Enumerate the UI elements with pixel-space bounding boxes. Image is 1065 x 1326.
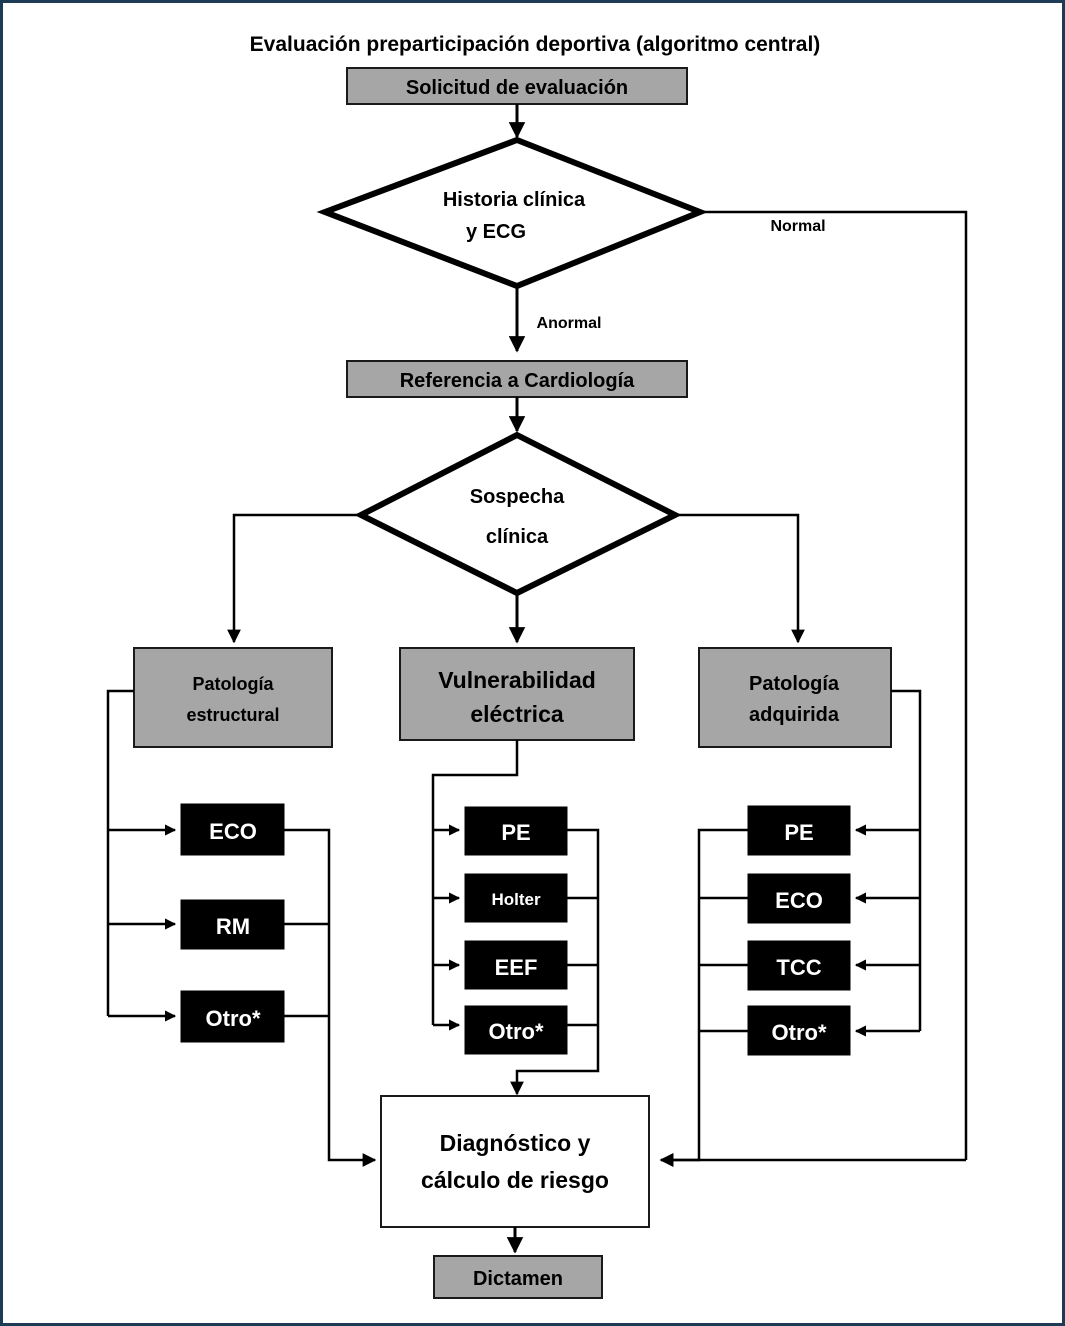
node-solicitud-box[interactable] [346, 67, 688, 105]
test-label-otro-right: Otro* [772, 1020, 827, 1045]
node-referencia-box[interactable] [346, 360, 688, 398]
node-estructural-box[interactable] [133, 647, 333, 748]
test-box-otro-right[interactable] [747, 1005, 851, 1056]
flowchart-canvas: Evaluación preparticipación deportiva (a… [106, 33, 968, 1299]
bus-left-collector [284, 828, 377, 1167]
node-adquirida-box[interactable] [698, 647, 892, 748]
node-adquirida-label-line1: Patología [749, 673, 840, 695]
node-historia-label-line1: Historia clínica [443, 189, 586, 211]
edge-normal-branch [700, 210, 968, 1160]
node-historia-label-line2: y ECG [466, 221, 526, 243]
bus-right-distributor [891, 689, 922, 1031]
node-electrica-box[interactable] [399, 647, 635, 741]
node-sospecha-label-line2: clínica [486, 526, 549, 548]
node-electrica-label-line1: Vulnerabilidad [438, 667, 596, 693]
test-label-otro-middle: Otro* [489, 1019, 544, 1044]
node-diagnostico-label-line2: cálculo de riesgo [421, 1167, 609, 1193]
test-label-otro-left: Otro* [206, 1006, 261, 1031]
node-sospecha-label-line1: Sospecha [470, 486, 565, 508]
test-box-pe-right[interactable] [747, 805, 851, 856]
test-box-tcc-right[interactable] [747, 940, 851, 991]
page-title: Evaluación preparticipación deportiva (a… [250, 33, 821, 56]
node-dictamen-label: Dictamen [473, 1268, 563, 1290]
test-label-eco-right: ECO [775, 888, 823, 913]
node-diagnostico-label-line1: Diagnóstico y [440, 1130, 591, 1156]
node-referencia-label: Referencia a Cardiología [400, 370, 635, 392]
test-label-pe-middle: PE [501, 820, 530, 845]
bus-middle-collector [510, 828, 600, 1096]
test-label-eef-middle: EEF [495, 955, 538, 980]
test-label-tcc-right: TCC [776, 955, 821, 980]
node-solicitud-label: Solicitud de evaluación [406, 77, 628, 99]
test-box-pe-middle[interactable] [464, 806, 568, 856]
edge-sospecha-to-estructural [227, 513, 361, 644]
node-adquirida-label-line2: adquirida [749, 704, 840, 726]
test-label-eco-left: ECO [209, 819, 257, 844]
node-estructural-label-line2: estructural [186, 705, 279, 725]
bus-right-collector [659, 828, 748, 1167]
test-label-pe-right: PE [784, 820, 813, 845]
node-diagnostico-box[interactable] [380, 1095, 650, 1228]
test-box-eco-right[interactable] [747, 873, 851, 924]
edge-label-normal: Normal [770, 218, 825, 235]
test-label-holter-middle: Holter [491, 890, 541, 909]
test-box-otro-middle[interactable] [464, 1005, 568, 1055]
node-electrica-label-line2: eléctrica [470, 701, 564, 727]
node-dictamen-box[interactable] [433, 1255, 603, 1299]
test-label-rm-left: RM [216, 914, 250, 939]
test-box-otro-left[interactable] [180, 990, 285, 1043]
edge-label-anormal: Anormal [537, 315, 602, 332]
bus-left-distributor [106, 689, 134, 1016]
node-sospecha-diamond[interactable] [354, 431, 682, 597]
edge-sospecha-to-adquirida [675, 513, 805, 644]
test-box-holter-middle[interactable] [464, 873, 568, 923]
test-box-eef-middle[interactable] [464, 940, 568, 990]
node-estructural-label-line1: Patología [192, 674, 274, 694]
bus-middle-distributor [431, 740, 519, 1025]
node-historia-diamond[interactable] [316, 136, 709, 290]
